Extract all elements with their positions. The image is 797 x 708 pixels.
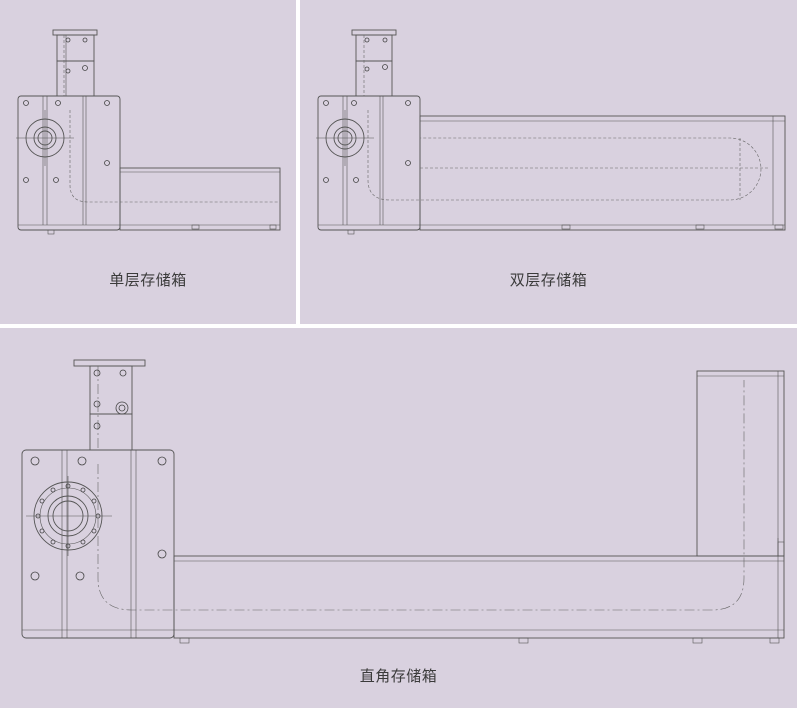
right-angle-panel: 直角存储箱 [0,328,797,708]
right-angle-caption: 直角存储箱 [359,667,438,685]
single-layer-caption: 单层存储箱 [109,271,187,289]
double-layer-panel: 双层存储箱 [300,0,797,324]
single-layer-drawing [16,29,281,235]
single-layer-panel: 单层存储箱 [0,0,296,324]
double-layer-caption: 双层存储箱 [509,271,588,289]
right-angle-drawing [21,359,785,644]
double-layer-drawing [316,29,786,235]
